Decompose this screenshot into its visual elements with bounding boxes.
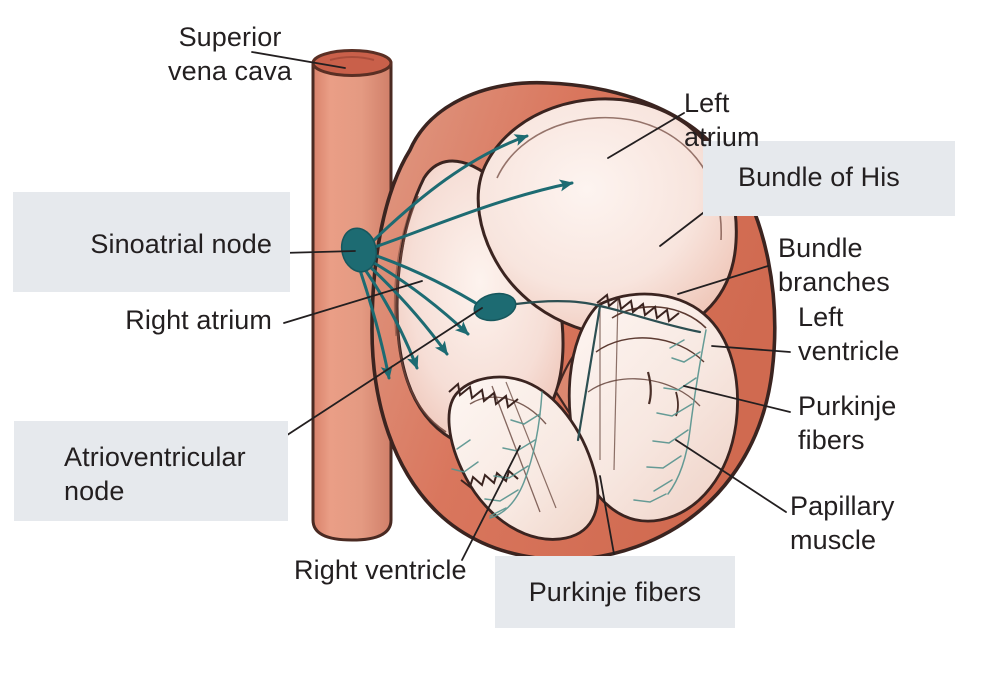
arrow-to-left-atrium-upper: [370, 134, 529, 244]
bundle-of-his-and-branches: [514, 300, 702, 442]
leader-left-atrium: [607, 112, 685, 159]
leader-sinoatrial-node: [281, 250, 356, 254]
label-purkinje-fibers-right: Purkinje fibers: [798, 391, 897, 455]
label-atrioventricular-node: Atrioventricular node: [64, 442, 246, 506]
leader-purkinje-fibers-bottom: [599, 475, 615, 555]
label-bundle-of-his: Bundle of His: [738, 162, 900, 192]
atrioventricular-node-marker: [473, 292, 517, 322]
arrow-to-left-atrium-lower: [370, 179, 574, 250]
arrow-lowest: [358, 268, 393, 380]
highlight-box-sinoatrial-node: [13, 192, 290, 292]
label-right-atrium: Right atrium: [125, 305, 272, 335]
arrow-mid: [365, 262, 449, 356]
label-bundle-branches: Bundle branches: [778, 233, 890, 297]
arrow-lower: [362, 266, 419, 370]
leader-left-ventricle: [711, 345, 791, 353]
leader-right-ventricle: [461, 445, 521, 561]
highlight-box-bundle-of-his: [703, 141, 955, 216]
highlight-box-purkinje-fibers-bottom: [495, 556, 735, 628]
leader-papillary-muscle: [675, 439, 787, 513]
label-sinoatrial-node: Sinoatrial node: [90, 229, 272, 259]
leader-bundle-branches: [677, 265, 769, 295]
leader-purkinje-fibers-right: [683, 385, 791, 413]
ventricle-wall-serrations: [448, 293, 680, 489]
conduction-pathway-arrows: [358, 134, 574, 380]
leader-superior-vena-cava: [251, 51, 346, 69]
leader-right-atrium: [283, 280, 423, 324]
label-superior-vena-cava: Superior vena cava: [168, 22, 292, 86]
label-left-atrium: Left atrium: [684, 88, 760, 152]
highlight-box-atrioventricular-node: [14, 421, 288, 521]
purkinje-fiber-network: [451, 329, 707, 519]
sinoatrial-node-marker: [340, 227, 378, 273]
label-left-ventricle: Left ventricle: [798, 302, 900, 366]
leader-lines: [251, 51, 791, 561]
label-right-ventricle: Right ventricle: [294, 555, 467, 585]
leader-atrioventricular-node: [277, 307, 483, 442]
arrow-to-av-node-upper: [369, 252, 489, 312]
label-papillary-muscle: Papillary muscle: [790, 491, 895, 555]
label-purkinje-fibers-bottom: Purkinje fibers: [528, 577, 702, 607]
